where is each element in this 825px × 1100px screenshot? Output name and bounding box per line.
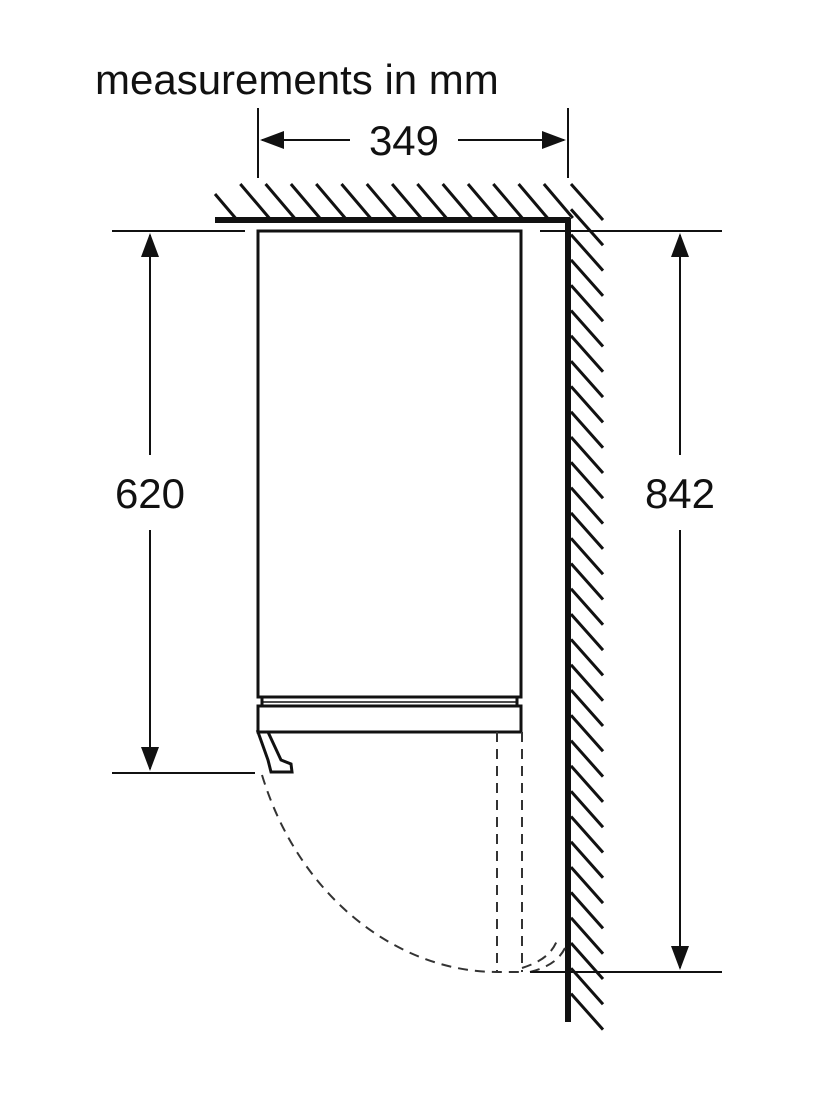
hatch-line <box>315 183 347 219</box>
wall <box>213 183 605 1031</box>
hatch-line <box>569 714 605 753</box>
hatch-line <box>264 183 296 219</box>
appliance <box>255 229 523 774</box>
hatch-line <box>569 916 605 955</box>
hatch-line <box>569 537 605 576</box>
diagram-title: measurements in mm <box>95 56 499 103</box>
hatch-line <box>569 613 605 652</box>
door-swing-path <box>261 732 566 973</box>
total-height-label: 842 <box>645 470 715 517</box>
cabinet-height-label: 620 <box>115 470 185 517</box>
hatch-line <box>340 183 372 219</box>
hatch-line <box>569 183 605 221</box>
hatch-line <box>289 183 321 219</box>
hatch-line <box>569 309 605 348</box>
arrow-left-icon <box>260 131 284 149</box>
hatch-line <box>569 208 605 247</box>
total-height-dimension <box>530 230 722 973</box>
arrow-right-icon <box>542 131 566 149</box>
hatch-line <box>390 183 423 219</box>
arrow-up-icon <box>141 233 159 257</box>
hatch-line <box>441 183 473 219</box>
arrow-down-icon <box>141 747 159 771</box>
hatch-line <box>569 410 605 449</box>
hatch-line <box>569 638 605 677</box>
hatch-line <box>569 461 605 500</box>
hatch-line <box>569 739 605 778</box>
hatch-line <box>569 233 605 272</box>
hatch-line <box>517 183 549 219</box>
hatch-line <box>466 183 499 219</box>
hatch-line <box>569 360 605 399</box>
arrow-up-icon <box>671 233 689 257</box>
hatch-line <box>569 764 605 803</box>
hatch-line <box>416 183 448 219</box>
cabinet-height-dimension <box>112 230 255 774</box>
hatch-line <box>569 689 605 727</box>
hatch-line <box>213 193 237 219</box>
hatch-line <box>569 992 605 1031</box>
hatch-line <box>569 840 605 879</box>
hatch-line <box>492 183 524 219</box>
appliance-body <box>256 229 523 699</box>
hatch-line <box>365 183 397 219</box>
hatch-line <box>569 967 605 1006</box>
hatch-line <box>569 891 605 930</box>
door-handle <box>255 730 294 774</box>
width-label: 349 <box>369 117 439 164</box>
hatch-line <box>569 284 605 323</box>
hatch-line <box>569 258 605 297</box>
hatch-line <box>239 183 271 219</box>
hatch-line <box>569 815 605 854</box>
hatch-line <box>569 790 605 829</box>
hatch-line <box>569 587 605 626</box>
appliance-door <box>256 704 523 734</box>
hatch-line <box>542 183 574 219</box>
hatch-line <box>569 866 605 905</box>
hatch-line <box>569 436 605 474</box>
width-dimension <box>257 108 569 178</box>
hatch-line <box>569 511 605 550</box>
hatch-line <box>569 663 605 702</box>
hatch-line <box>569 562 605 601</box>
hatch-line <box>569 334 605 373</box>
hatch-line <box>569 385 605 424</box>
hatch-line <box>569 486 605 525</box>
arrow-down-icon <box>671 946 689 970</box>
